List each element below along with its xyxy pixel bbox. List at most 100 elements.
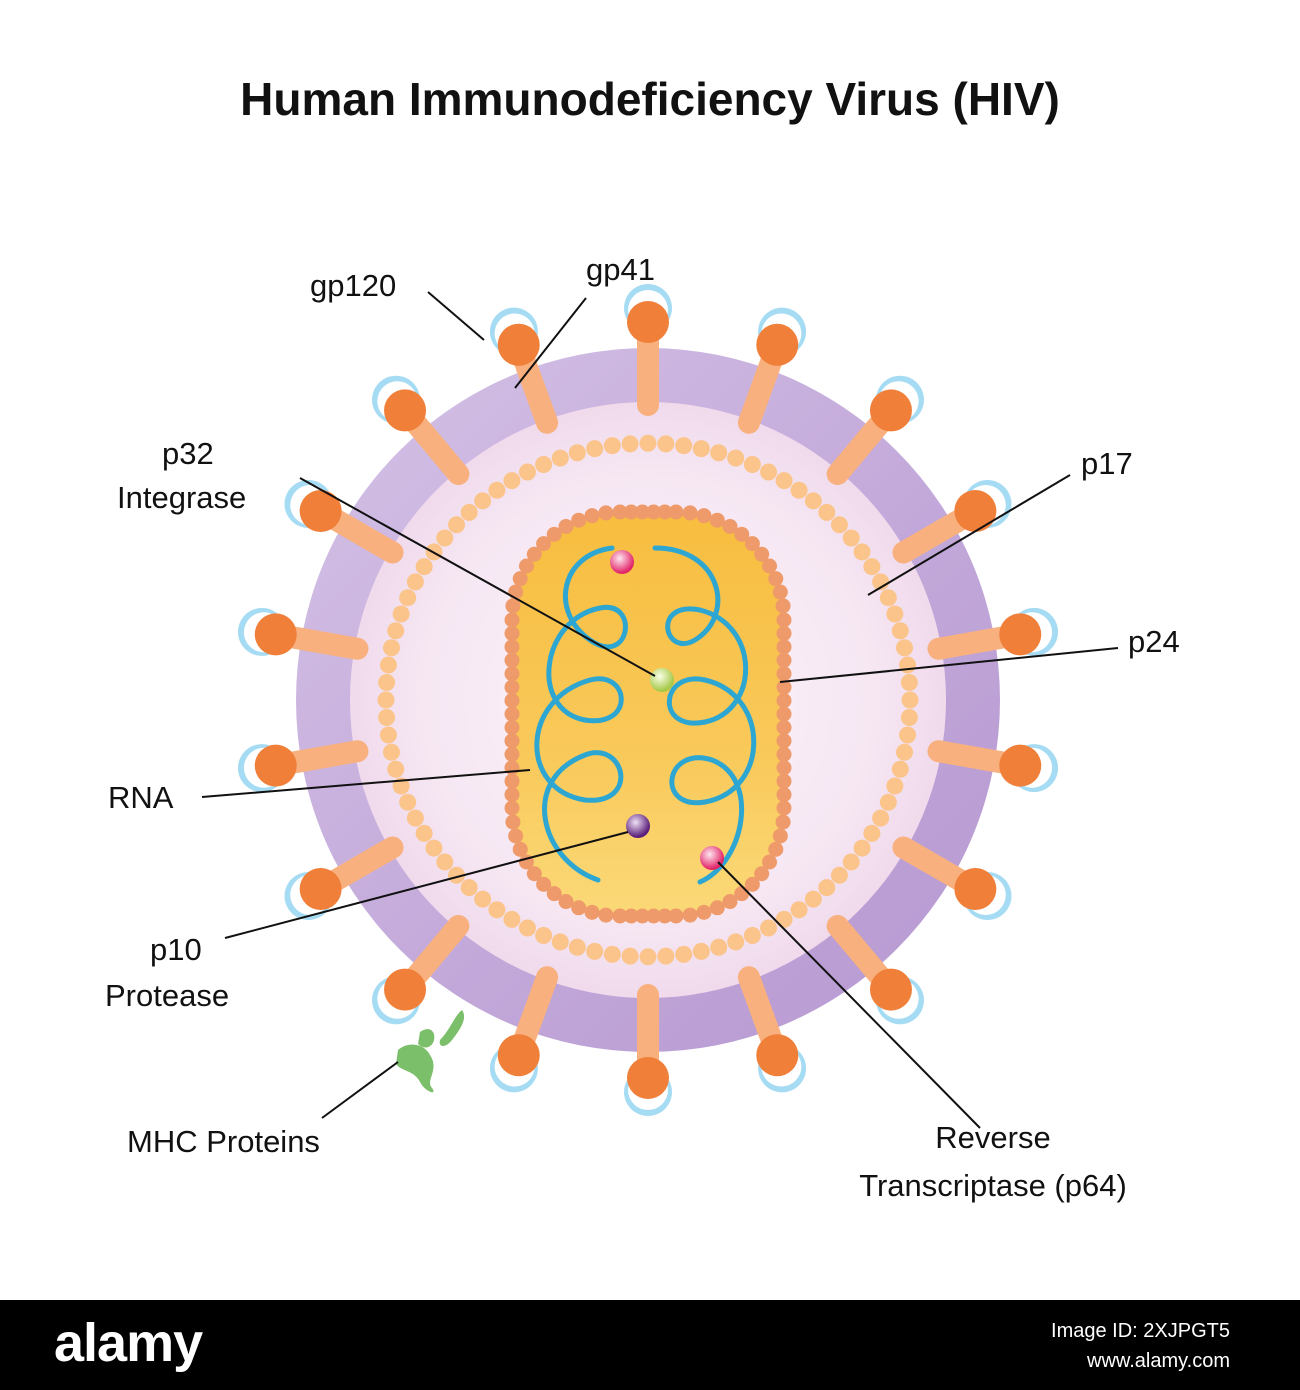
matrix-dot	[436, 853, 454, 871]
matrix-dot	[818, 503, 836, 521]
capsid-dot	[584, 508, 600, 524]
capsid-dot	[709, 512, 725, 528]
capsid-dot	[768, 841, 784, 857]
spike	[737, 307, 807, 434]
matrix-dot	[603, 945, 621, 963]
matrix-dot	[399, 793, 417, 811]
matrix-dot	[710, 938, 728, 956]
matrix-dot	[804, 492, 822, 510]
image-id-text: Image ID: 2XJPGT5	[1051, 1320, 1230, 1342]
capsid-dot	[584, 904, 600, 920]
capsid-dot	[504, 787, 520, 803]
spike	[237, 607, 369, 660]
capsid-dot	[734, 526, 750, 542]
capsid-dot	[768, 571, 784, 587]
capsid-dot	[668, 908, 684, 924]
capsid-dot	[772, 584, 788, 600]
spike	[737, 966, 807, 1093]
leader-lines	[201, 291, 1119, 1129]
spike	[826, 914, 924, 1025]
matrix-dot	[675, 945, 693, 963]
matrix-dot	[675, 437, 693, 455]
capsid-dot	[682, 505, 698, 521]
spike-stem-gp41	[927, 740, 1014, 774]
matrix-dot	[406, 809, 424, 827]
matrix-dot	[760, 463, 778, 481]
spike-stem-gp41	[927, 626, 1014, 660]
matrix-dot	[727, 933, 745, 951]
spike	[927, 740, 1059, 793]
capsid-dot	[526, 866, 542, 882]
matrix-dot	[488, 481, 506, 499]
matrix-dot	[900, 673, 918, 691]
envelope-spikes	[237, 284, 1059, 1116]
capsid-p24	[512, 512, 784, 916]
matrix-dot	[460, 879, 478, 897]
matrix-dot	[657, 435, 675, 453]
label-gp41: gp41	[586, 252, 655, 287]
matrix-dot	[790, 901, 808, 919]
capsid-dot	[776, 666, 792, 682]
capsid-dot	[762, 854, 778, 870]
capsid-dot	[504, 773, 520, 789]
matrix-dot	[830, 866, 848, 884]
mhc-protein	[396, 1010, 465, 1093]
matrix-dot	[886, 777, 904, 795]
spike-stem-gp41	[405, 914, 470, 987]
capsid-dot	[536, 536, 552, 552]
image-id-block: Image ID: 2XJPGT5 www.alamy.com	[1051, 1316, 1230, 1376]
spike-stem-gp41	[405, 413, 470, 486]
capsid-dot	[504, 625, 520, 641]
matrix-dot	[448, 866, 466, 884]
matrix-dot	[387, 760, 405, 778]
capsid-dot	[776, 679, 792, 695]
capsid-dot	[657, 504, 673, 520]
spike-head	[627, 1057, 669, 1099]
label-reverse: Reverse	[935, 1120, 1050, 1155]
matrix-dot	[657, 947, 675, 965]
matrix-dot	[503, 472, 521, 490]
matrix-dot	[863, 558, 881, 576]
capsid-dot	[558, 518, 574, 534]
alamy-logo: alamy	[54, 1313, 203, 1373]
capsid-dot	[526, 546, 542, 562]
matrix-dot	[436, 529, 454, 547]
matrix-dot	[830, 516, 848, 534]
matrix-dot	[743, 927, 761, 945]
matrix-dot	[551, 933, 569, 951]
spike-head	[999, 613, 1042, 656]
matrix-dot	[886, 605, 904, 623]
spike-head	[954, 490, 997, 532]
matrix-dot	[891, 760, 909, 778]
matrix-dot	[377, 691, 395, 709]
spike-head	[869, 389, 912, 432]
capsid-dot	[546, 526, 562, 542]
capsid-dot	[775, 598, 791, 614]
rna-strand-right	[652, 545, 757, 885]
label-gp120: gp120	[310, 268, 396, 303]
capsid-dot	[722, 894, 738, 910]
spike-stem-gp41	[737, 350, 783, 434]
matrix-dot	[853, 839, 871, 857]
protease-p10-particle	[626, 814, 650, 838]
matrix-dot	[818, 879, 836, 897]
capsid-dot	[776, 693, 792, 709]
matrix-dot	[603, 437, 621, 455]
capsid-dot	[598, 907, 614, 923]
spike-stem-gp41	[892, 509, 971, 564]
matrix-dot	[503, 910, 521, 928]
matrix-dot	[804, 890, 822, 908]
capsid-dot	[754, 546, 770, 562]
capsid-dot	[623, 504, 639, 520]
capsid-dot	[623, 908, 639, 924]
matrix-dot	[863, 824, 881, 842]
label-protease: Protease	[105, 978, 229, 1013]
matrix-dot	[743, 455, 761, 473]
matrix-dot	[727, 449, 745, 467]
capsid-dot	[744, 536, 760, 552]
capsid-dot	[775, 814, 791, 830]
capsid-dot	[504, 800, 520, 816]
matrix-dot	[382, 639, 400, 657]
matrix-dot	[872, 809, 890, 827]
spike-stem-gp41	[282, 740, 369, 774]
